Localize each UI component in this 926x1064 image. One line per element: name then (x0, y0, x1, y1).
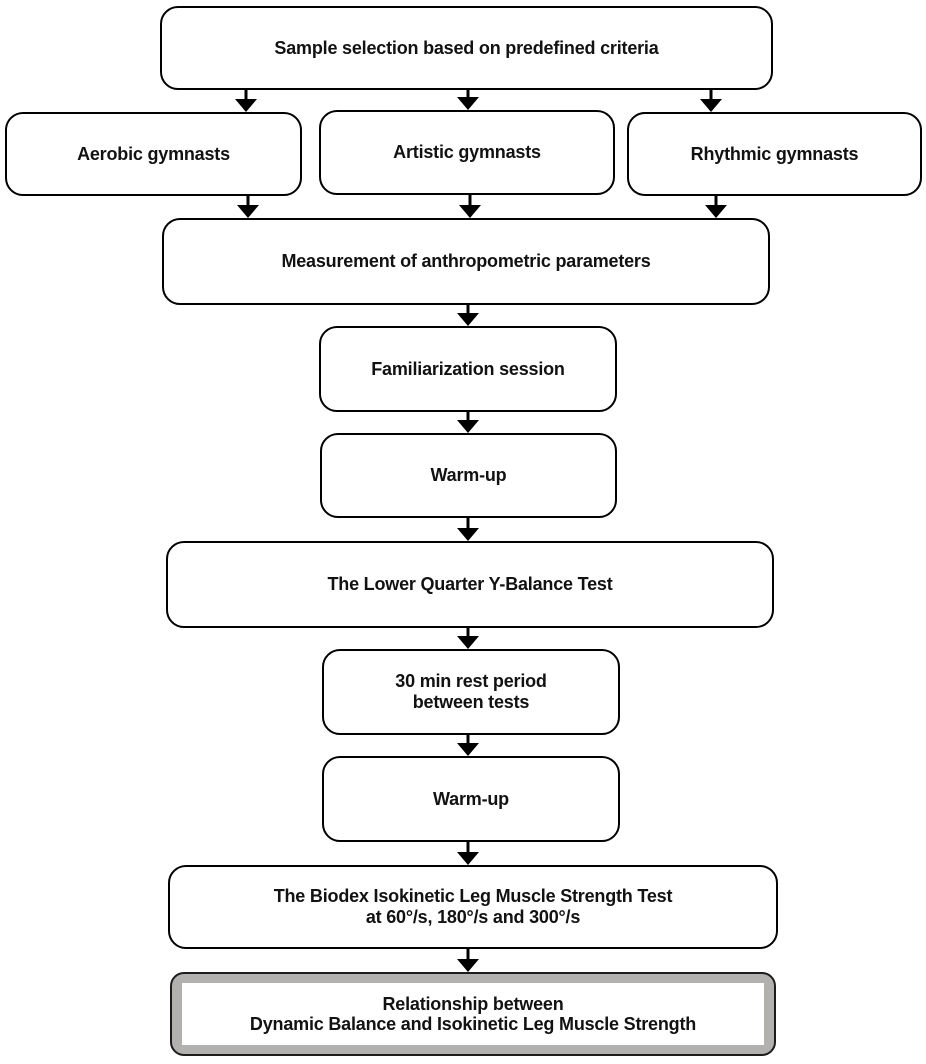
arrow-stem (466, 628, 470, 637)
arrow-stem (466, 518, 470, 529)
arrow-down-connector (457, 949, 479, 972)
node-warm-up-1: Warm-up (320, 433, 617, 518)
node-relationship-result-line2: Dynamic Balance and Isokinetic Leg Muscl… (249, 1014, 697, 1034)
arrow-head-icon (237, 205, 259, 218)
arrow-head-icon (700, 99, 722, 112)
arrow-head-icon (459, 205, 481, 218)
node-rhythmic-gymnasts-label: Rhythmic gymnasts (690, 143, 859, 164)
arrow-stem (246, 196, 250, 206)
arrow-stem (466, 412, 470, 421)
arrow-head-icon (235, 99, 257, 112)
node-relationship-result-line1: Relationship between (382, 994, 564, 1014)
node-rhythmic-gymnasts: Rhythmic gymnasts (627, 112, 922, 196)
node-relationship-result-inner: Relationship between Dynamic Balance and… (182, 983, 764, 1045)
arrow-head-icon (457, 528, 479, 541)
node-artistic-gymnasts-label: Artistic gymnasts (393, 142, 541, 162)
arrow-head-icon (457, 636, 479, 649)
arrow-stem (466, 842, 470, 853)
arrow-stem (468, 195, 472, 206)
node-warm-up-2: Warm-up (322, 756, 620, 842)
node-familiarization-session: Familiarization session (319, 326, 617, 412)
node-rest-period-line2: between tests (412, 692, 530, 712)
node-biodex-strength-test: The Biodex Isokinetic Leg Muscle Strengt… (168, 865, 778, 949)
node-biodex-strength-test-line1: The Biodex Isokinetic Leg Muscle Strengt… (273, 886, 673, 906)
arrow-stem (714, 196, 718, 206)
arrow-stem (466, 735, 470, 744)
arrow-down-connector (457, 842, 479, 865)
node-artistic-gymnasts: Artistic gymnasts (319, 110, 615, 195)
arrow-down-connector (457, 735, 479, 756)
node-sample-selection-label: Sample selection based on predefined cri… (274, 37, 659, 58)
arrow-head-icon (457, 313, 479, 326)
node-anthropometric-measurement: Measurement of anthropometric parameters (162, 218, 770, 305)
arrow-stem (244, 90, 248, 100)
node-anthropometric-measurement-label: Measurement of anthropometric parameters (281, 251, 651, 271)
node-sample-selection: Sample selection based on predefined cri… (160, 6, 773, 90)
node-y-balance-test: The Lower Quarter Y-Balance Test (166, 541, 774, 628)
arrow-down-connector (457, 412, 479, 433)
node-familiarization-session-label: Familiarization session (371, 358, 565, 379)
node-biodex-strength-test-line2: at 60°/s, 180°/s and 300°/s (365, 907, 581, 927)
arrow-head-icon (457, 743, 479, 756)
arrow-stem (466, 90, 470, 98)
arrow-down-connector (457, 628, 479, 649)
node-rest-period-line1: 30 min rest period (395, 671, 547, 691)
arrow-down-connector (235, 90, 257, 112)
node-y-balance-test-label: The Lower Quarter Y-Balance Test (327, 574, 613, 594)
arrow-stem (466, 949, 470, 960)
node-warm-up-1-label: Warm-up (430, 465, 507, 485)
arrow-head-icon (457, 420, 479, 433)
arrow-head-icon (457, 959, 479, 972)
arrow-head-icon (457, 852, 479, 865)
node-rest-period: 30 min rest period between tests (322, 649, 620, 735)
arrow-head-icon (457, 97, 479, 110)
arrow-down-connector (457, 90, 479, 110)
node-aerobic-gymnasts: Aerobic gymnasts (5, 112, 302, 196)
arrow-down-connector (237, 196, 259, 218)
arrow-down-connector (459, 195, 481, 218)
arrow-down-connector (700, 90, 722, 112)
node-warm-up-2-label: Warm-up (433, 788, 509, 809)
arrow-down-connector (705, 196, 727, 218)
arrow-stem (709, 90, 713, 100)
arrow-down-connector (457, 305, 479, 326)
node-relationship-result: Relationship between Dynamic Balance and… (170, 972, 776, 1056)
arrow-down-connector (457, 518, 479, 541)
node-aerobic-gymnasts-label: Aerobic gymnasts (77, 143, 230, 164)
arrow-head-icon (705, 205, 727, 218)
arrow-stem (466, 305, 470, 314)
